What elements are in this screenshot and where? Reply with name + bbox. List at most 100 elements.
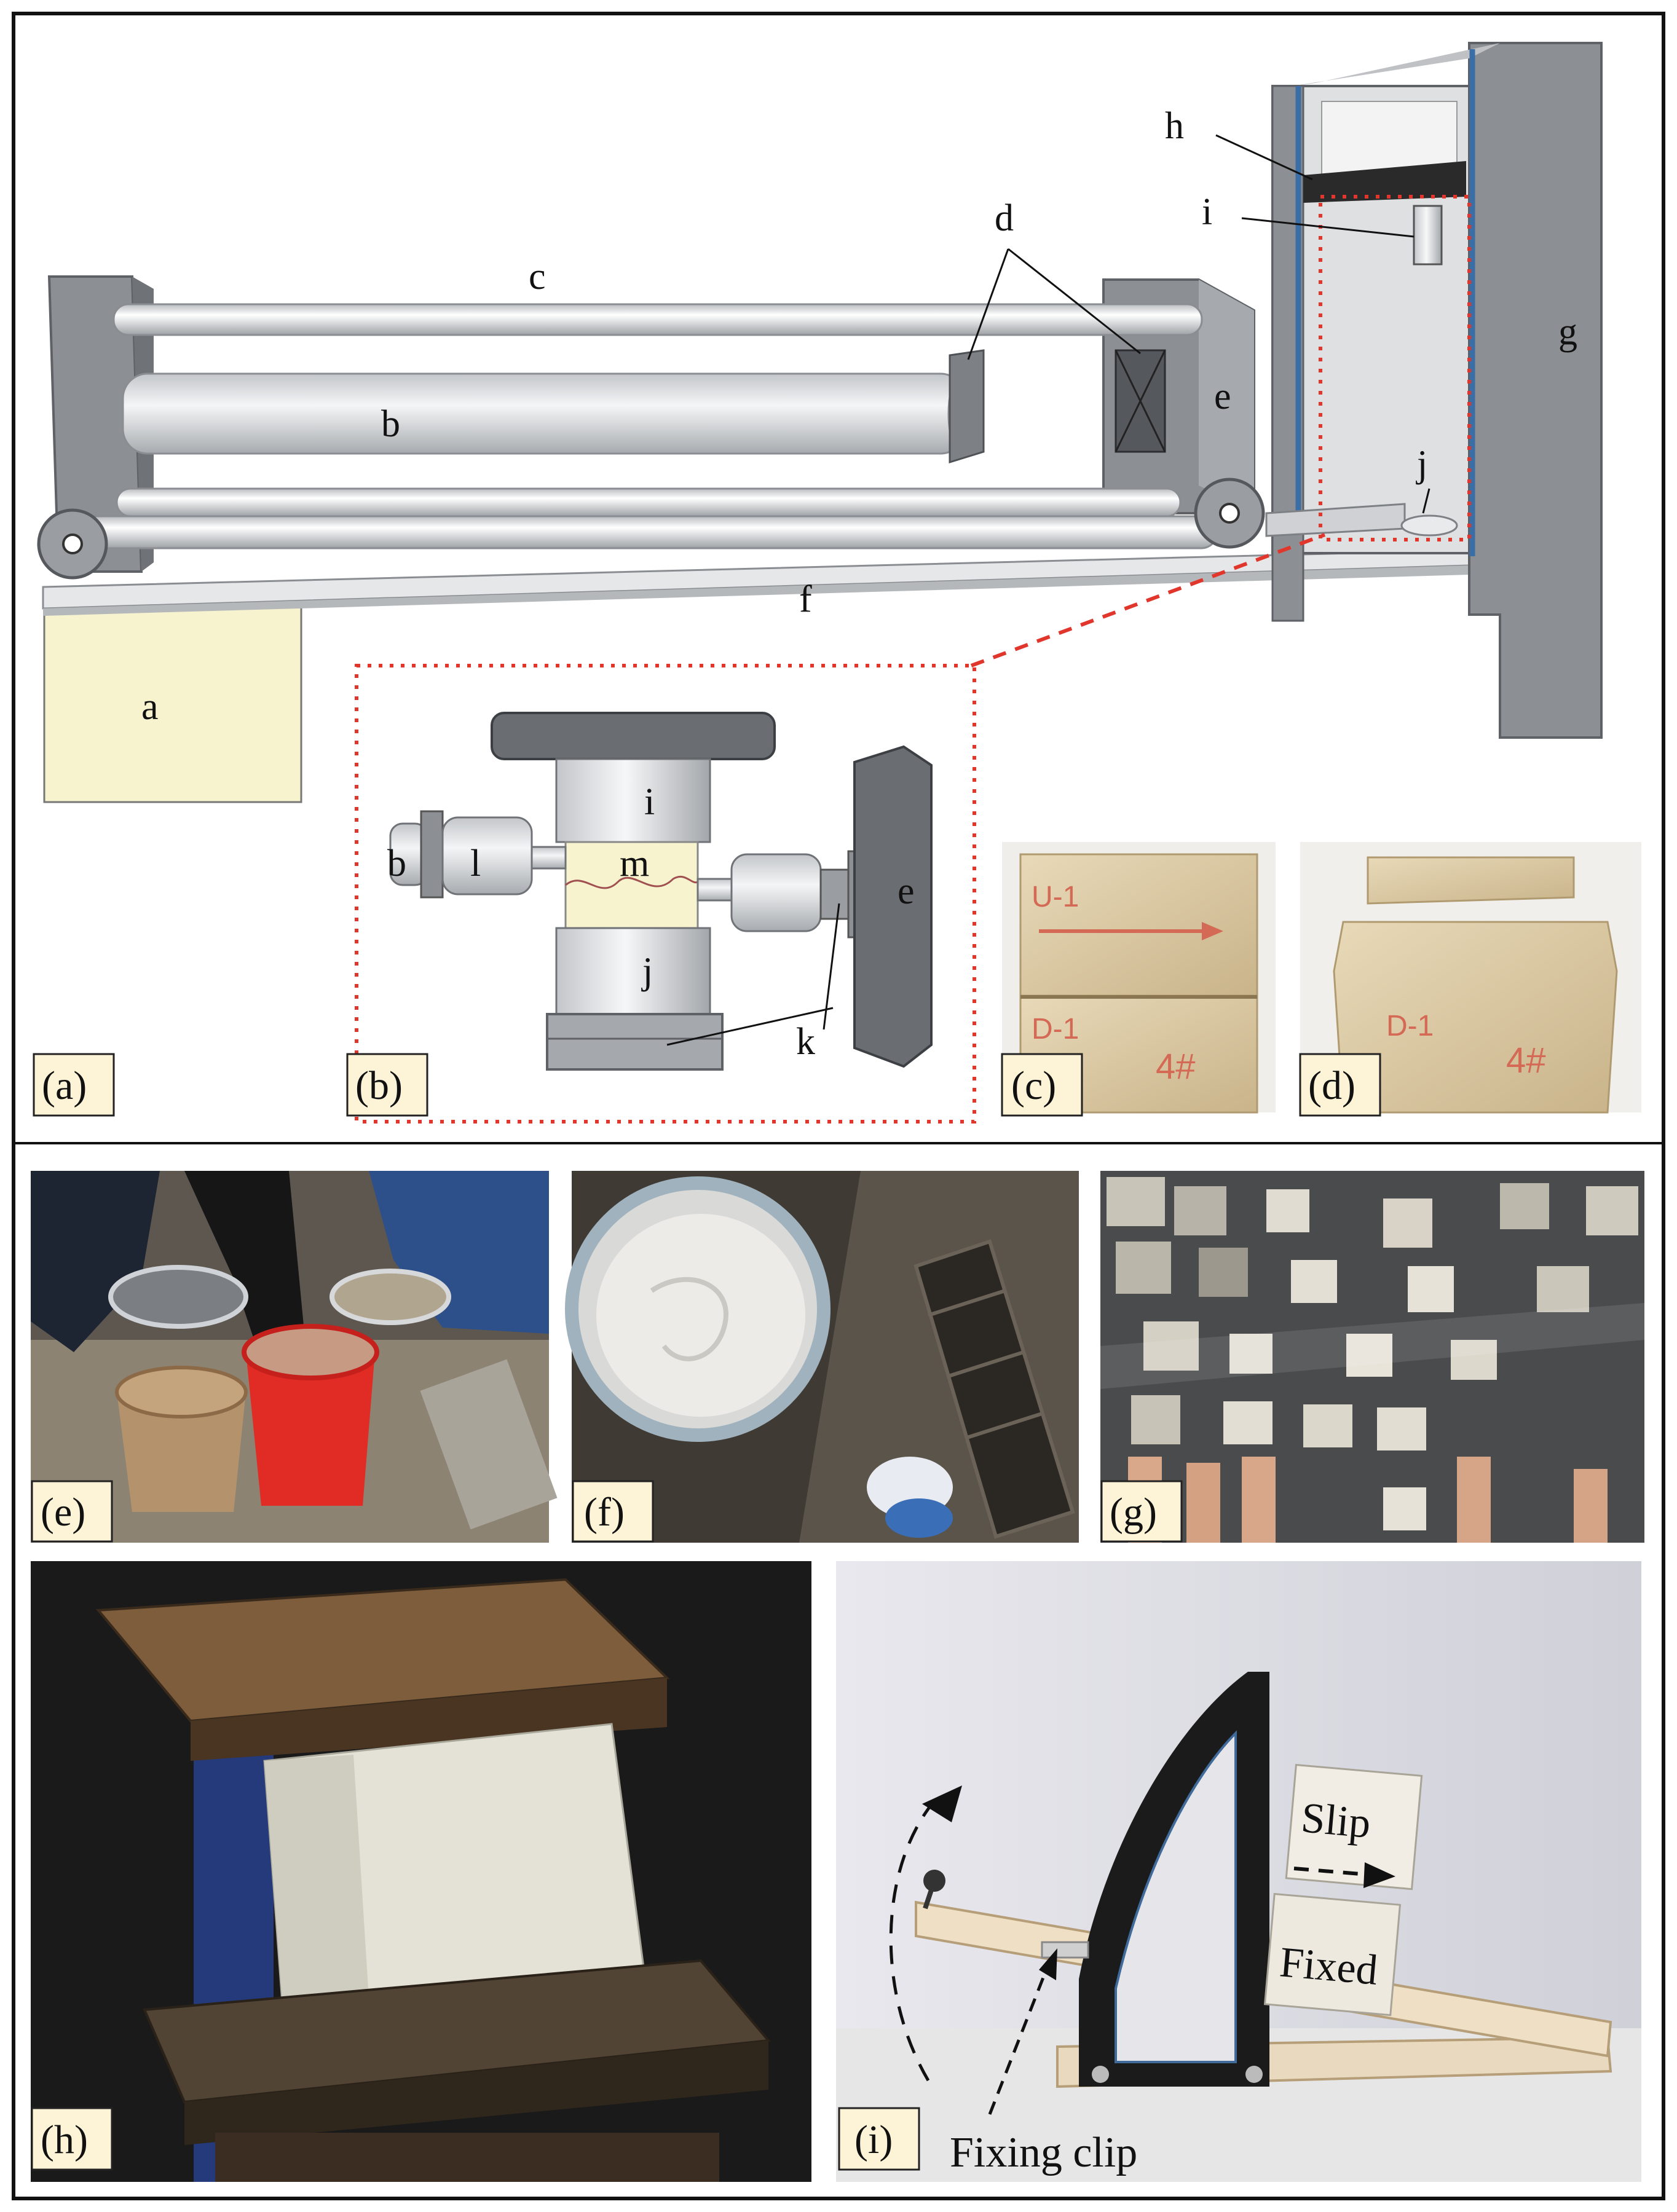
detail-label-m: m	[620, 843, 649, 884]
tag-d-box	[1299, 1053, 1381, 1117]
frame-g	[1468, 42, 1603, 739]
photo-i-rotation-arrow	[889, 1800, 936, 2082]
rod-lower-1	[116, 487, 1182, 518]
photo-g-block11	[1537, 1266, 1589, 1312]
tag-f: (f)	[584, 1490, 625, 1535]
tag-c-box	[1001, 1053, 1083, 1117]
photo-e-sieve-right	[329, 1269, 451, 1325]
photo-e-mixing	[31, 1171, 558, 1543]
detail-marker	[1319, 195, 1471, 541]
tag-f-box	[572, 1480, 654, 1543]
tag-a-box	[33, 1053, 115, 1117]
photo-e-person-right	[369, 1171, 549, 1334]
shear-box-detail: b l m i j k e	[355, 664, 976, 1124]
base-j-disk	[1400, 514, 1458, 537]
photo-f-paste	[565, 1171, 1079, 1543]
tag-e: (e)	[41, 1490, 85, 1535]
photo-i-slip-arrow	[1293, 1867, 1368, 1876]
photo-e-bucket-tan	[117, 1392, 246, 1512]
detail-piston-l	[441, 816, 533, 895]
tag-h: (h)	[41, 2117, 88, 2162]
photo-g-block6	[1586, 1186, 1638, 1235]
detail-leader-k-2	[823, 903, 840, 1030]
photo-e-bucket-red-rim	[242, 1324, 379, 1380]
frame-g-window	[1321, 101, 1458, 176]
photo-i-tilt-test: Slip Fixed Fixing clip	[836, 1561, 1641, 2182]
photo-g-specimens	[1100, 1171, 1644, 1543]
detail-plate-e	[853, 745, 933, 1068]
specimen-d-code: 4#	[1506, 1041, 1546, 1080]
label-a: a	[141, 686, 159, 728]
photo-i-slip-block	[1285, 1763, 1423, 1891]
tag-b: (b)	[355, 1063, 403, 1108]
photo-i-fixed-block	[1263, 1892, 1402, 2017]
photo-i-rotation-arrowhead	[922, 1785, 962, 1822]
photo-g-block10	[1408, 1266, 1454, 1312]
photo-e-tray	[420, 1359, 558, 1530]
photo-g-block1	[1107, 1177, 1165, 1226]
photo-g-block2	[1174, 1186, 1226, 1235]
leader-d-1	[967, 248, 1009, 360]
panel-tags: (a) (b) (c) (d) (e) (f) (g) (h) (i)	[31, 1053, 1381, 2171]
detail-shear-line	[565, 875, 698, 889]
detail-label-b: b	[387, 843, 406, 884]
figure-border	[12, 12, 1665, 2200]
specimen-d-photo: D-1 4#	[1300, 842, 1641, 1114]
apparatus-diagram: a b c d e f g h i j	[37, 42, 1603, 803]
leader-d-2	[1008, 248, 1141, 355]
photo-g-stick3	[1242, 1457, 1276, 1543]
specimen-c-mark-top: U-1	[1032, 881, 1079, 913]
photo-f-glove-cuff	[885, 1498, 953, 1538]
wheel-right-hub	[1219, 503, 1240, 524]
piston-i	[1413, 205, 1443, 266]
photo-h-bottom-platen-side	[184, 2041, 768, 2145]
specimen-d-mark-bottom: D-1	[1386, 1010, 1434, 1042]
label-c: c	[529, 256, 546, 297]
photo-i-bolt2	[1245, 2066, 1263, 2083]
box-a	[43, 589, 302, 803]
photo-g-block7	[1116, 1242, 1171, 1294]
photo-g-block4	[1383, 1198, 1432, 1248]
tag-h-box	[31, 2107, 113, 2171]
photo-g-block5	[1500, 1183, 1549, 1229]
specimen-c-code: 4#	[1156, 1047, 1196, 1087]
detail-label-l: l	[470, 843, 481, 884]
detail-flange-b	[420, 810, 444, 899]
photo-i-clip-pointer	[988, 1972, 1047, 2115]
detail-specimen-m	[564, 841, 699, 929]
detail-piston-right	[730, 853, 822, 932]
plate-d-left	[949, 349, 985, 464]
photo-h-compression	[31, 1561, 811, 2182]
leader-h	[1215, 134, 1313, 181]
tag-e-box	[31, 1480, 113, 1543]
photo-e-person-center	[184, 1171, 307, 1371]
rod-lower-2	[73, 515, 1218, 549]
label-g: g	[1558, 311, 1577, 353]
photo-i-knob-stem	[923, 1879, 937, 1910]
label-j: j	[1416, 443, 1427, 485]
photo-g-block16	[1131, 1395, 1180, 1444]
detail-base-k	[546, 1013, 724, 1071]
detail-block-i	[555, 758, 711, 843]
photo-f-mold	[913, 1239, 1075, 1539]
photo-i-clip	[1041, 1941, 1089, 1959]
photo-e-bucket-tan-rim	[115, 1366, 248, 1419]
specimen-c-arrowhead	[1202, 922, 1223, 940]
photo-f-paste	[596, 1214, 805, 1417]
photo-g-block17	[1223, 1401, 1273, 1444]
photo-g-stick2	[1186, 1463, 1220, 1543]
photo-f-swirl	[650, 1277, 728, 1361]
detail-shaft-right	[696, 878, 733, 902]
frame-g-top	[1273, 43, 1500, 89]
plate-d-right-cross2	[1115, 350, 1166, 452]
detail-joint-k	[819, 868, 853, 920]
tag-d: (d)	[1308, 1063, 1355, 1108]
photo-g-block12	[1143, 1321, 1199, 1371]
photo-g-block18	[1303, 1404, 1352, 1447]
photo-e-bucket-red	[246, 1352, 375, 1506]
specimen-c-upper	[1019, 853, 1258, 997]
photo-f-mold-bar3	[965, 1412, 1043, 1440]
photo-i-clip-pointer-head	[1039, 1948, 1057, 1980]
cylinder-b	[122, 372, 966, 455]
beam-h	[1303, 161, 1466, 203]
